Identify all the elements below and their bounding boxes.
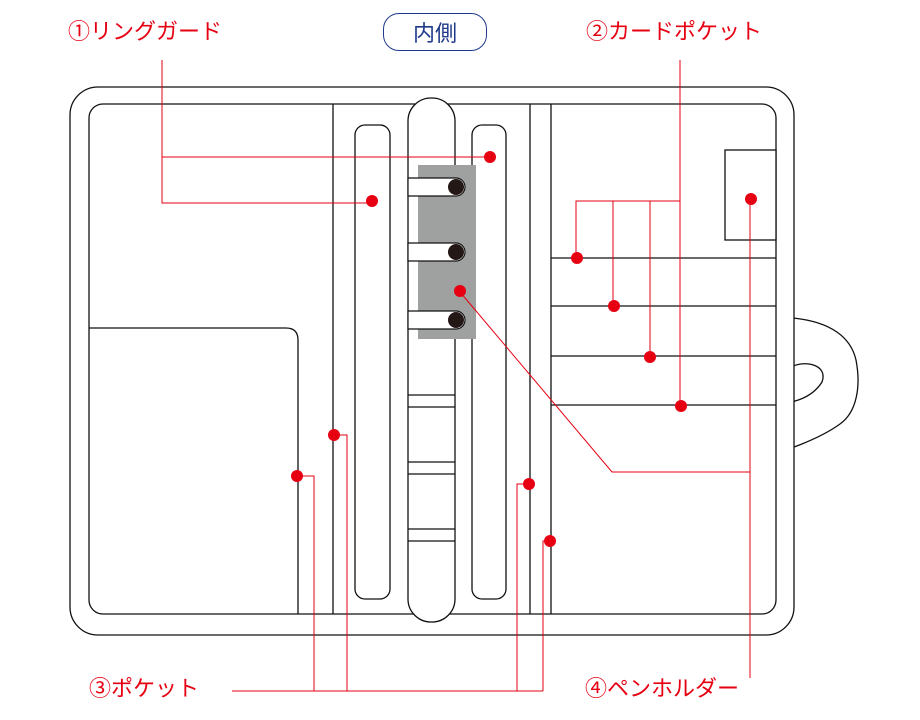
leader-card-pocket-branch	[575, 200, 680, 258]
leader-pen-holder-ring	[459, 291, 750, 473]
callout-dots	[291, 151, 757, 547]
label-ring-guard: ①リングガード	[68, 20, 223, 45]
binder-rings	[407, 177, 466, 330]
label-pocket: ③ポケット	[89, 677, 200, 702]
left-pocket	[89, 327, 299, 614]
leader-ring-guard-a	[161, 60, 372, 204]
label-card-pocket: ②カードポケット	[586, 20, 763, 45]
ring-guard-right	[471, 124, 507, 600]
label-pen-holder: ④ペンホルダー	[585, 677, 740, 702]
ring-guard-left	[354, 124, 391, 600]
inside-view-badge: 内側	[383, 13, 487, 51]
